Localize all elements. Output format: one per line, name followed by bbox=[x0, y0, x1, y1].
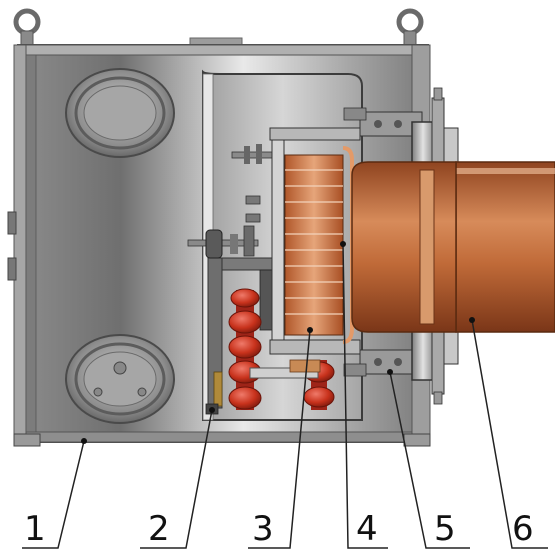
callout-label-5: 5 bbox=[434, 509, 456, 549]
leader-lines bbox=[22, 243, 548, 549]
lifting-eye-right bbox=[396, 8, 424, 46]
callout-label-2: 2 bbox=[148, 509, 170, 549]
feedthrough-fittings bbox=[187, 144, 273, 259]
leader-dot-5 bbox=[387, 369, 393, 375]
leader-dot-3 bbox=[307, 327, 313, 333]
support-stand bbox=[205, 257, 275, 415]
leader-dot-2 bbox=[209, 407, 215, 413]
copper-anode bbox=[284, 154, 344, 336]
leader-dot-1 bbox=[81, 438, 87, 444]
magnetron-frame bbox=[269, 127, 361, 355]
insulator-stack-left bbox=[228, 288, 262, 410]
callout-label-4: 4 bbox=[356, 509, 378, 549]
leader-dot-6 bbox=[469, 317, 475, 323]
viewport-top bbox=[65, 68, 175, 158]
viewport-bottom bbox=[65, 334, 175, 424]
callout-label-6: 6 bbox=[512, 509, 534, 549]
leader-line-5 bbox=[389, 371, 470, 549]
callout-label-3: 3 bbox=[252, 509, 274, 549]
connector-bar bbox=[249, 367, 319, 379]
callout-label-1: 1 bbox=[24, 509, 46, 549]
leader-line-3 bbox=[248, 329, 311, 549]
leader-line-6 bbox=[471, 319, 548, 549]
lifting-eye-left bbox=[13, 8, 41, 46]
leader-dots bbox=[81, 241, 475, 444]
leader-line-1 bbox=[22, 440, 85, 549]
leader-line-4 bbox=[342, 243, 388, 549]
leader-dot-4 bbox=[340, 241, 346, 247]
connector-block bbox=[289, 359, 321, 373]
copper-output-pipe bbox=[351, 161, 555, 333]
leader-line-2 bbox=[140, 409, 213, 549]
